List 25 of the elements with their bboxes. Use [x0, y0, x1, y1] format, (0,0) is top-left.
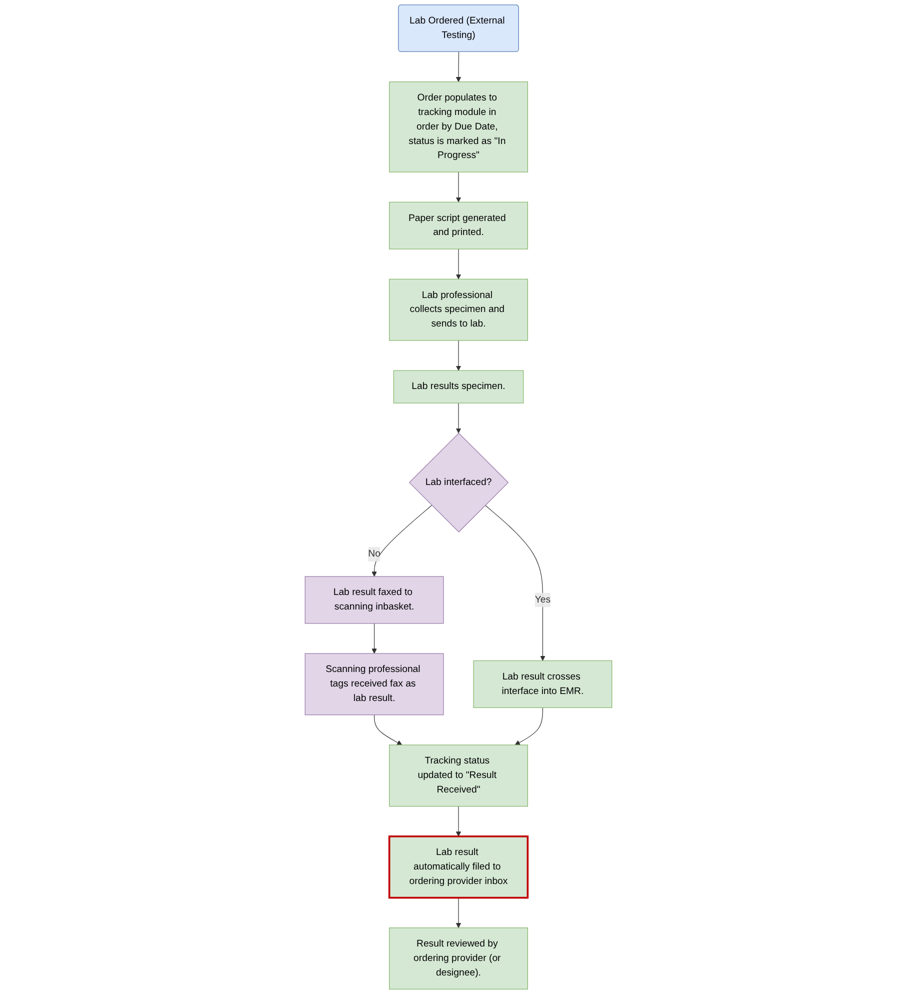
arrow: [456, 52, 462, 82]
arrow: [456, 806, 462, 837]
arrow: [374, 714, 402, 746]
node-box: Result reviewed by ordering provider (or designee).: [389, 928, 528, 990]
node-box: Lab results specimen.: [393, 370, 524, 404]
arrow: [456, 248, 462, 280]
node-box: Order populates to tracking module in order by Due Date, status is marked as "In Progress": [389, 82, 528, 172]
arrow: [456, 402, 462, 434]
arrow: [372, 504, 432, 577]
node-box: Lab professional collects specimen and sends to lab.: [389, 278, 528, 341]
arrow: [456, 897, 462, 928]
edge-label: No: [368, 548, 380, 560]
node-box: Lab result faxed to scanning inbasket.: [304, 576, 444, 624]
node-box: Tracking status updated to "Result Received": [389, 744, 528, 807]
node-diamond: Lab interfaced?: [408, 432, 509, 532]
node-box: Paper script generated and printed.: [389, 202, 528, 250]
arrow: [484, 504, 546, 661]
arrow: [514, 707, 544, 746]
arrow: [456, 172, 462, 202]
arrow: [456, 340, 462, 371]
arrow: [372, 623, 377, 654]
node-box: Lab result automatically filed to ordering provider inbox: [388, 835, 529, 899]
node-box: Lab result crosses interface into EMR.: [473, 660, 612, 708]
edge-label: Yes: [534, 594, 551, 605]
node-box: Scanning professional tags received fax as lab result.: [304, 653, 444, 716]
